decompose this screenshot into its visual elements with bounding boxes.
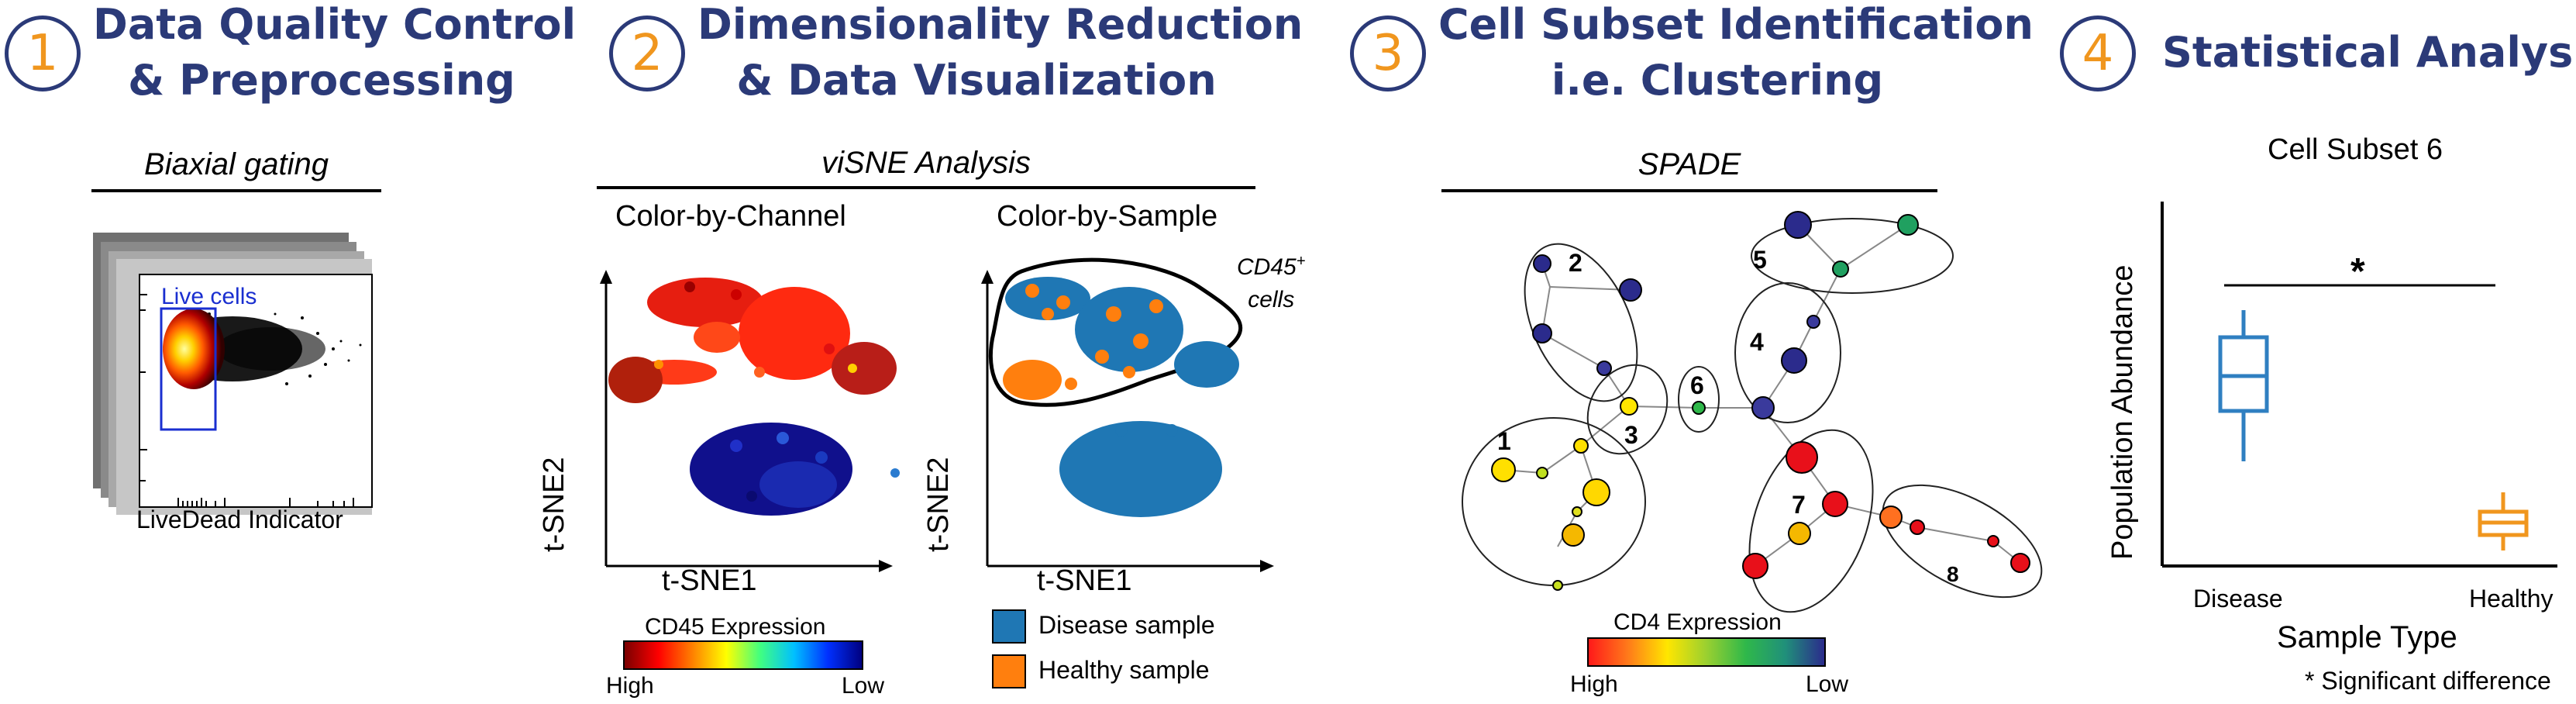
spade-tree: 1 2 3 4 5 6 7 8 <box>1462 211 2043 613</box>
cd45-annotation-text: CD45 <box>1237 254 1297 280</box>
step-1-title: Data Quality Control & Preprocessing <box>93 0 577 109</box>
boxplot-x-axis-label: Sample Type <box>2277 620 2457 654</box>
cd45-positive-gate[interactable] <box>988 257 1243 407</box>
y-axis-ticks <box>139 294 147 481</box>
tsne2-label-right: t-SNE2 <box>922 457 955 552</box>
live-cells-gate-label: Live cells <box>161 284 257 309</box>
step-2-title-line1: Dimensionality Reduction <box>697 0 1303 49</box>
color-by-channel-title: Color-by-Channel <box>615 200 846 233</box>
biaxial-gating-subtitle: Biaxial gating <box>144 147 329 181</box>
cd45-annotation-cells: cells <box>1248 287 1295 312</box>
plot-frame <box>139 274 373 508</box>
cd45-low-cluster <box>690 423 900 516</box>
boxplot-y-axis-label: Population Abundance <box>2106 264 2139 560</box>
cd45-high-clusters <box>608 278 897 403</box>
box-disease <box>2218 310 2269 461</box>
step-1-number: 1 <box>5 16 81 91</box>
spade-nodes <box>1491 211 2030 591</box>
cd45-colorbar-high: High <box>606 673 654 699</box>
step-2-number: 2 <box>609 16 685 91</box>
dense-population <box>163 309 225 389</box>
boxplot-category-disease: Disease <box>2193 585 2283 613</box>
tsne1-label-right: t-SNE1 <box>1037 564 1132 597</box>
step-3-title-line2: i.e. Clustering <box>1551 56 1884 105</box>
step-1-title-line1: Data Quality Control <box>93 0 577 49</box>
cd45-colorbar-low: Low <box>842 673 885 699</box>
step-4-title-line1: Statistical Analysis <box>2162 28 2576 77</box>
tsne-axes-left <box>600 270 893 572</box>
live-cells-gate[interactable] <box>160 307 217 431</box>
tsne1-label-left: t-SNE1 <box>662 564 757 597</box>
cluster-label-6: 6 <box>1690 371 1704 399</box>
step-3-number: 3 <box>1350 16 1426 91</box>
biaxial-gating-plot: Live cells <box>93 233 373 515</box>
boxplot: * <box>2161 202 2557 568</box>
cd45-annotation-sup: + <box>1296 253 1306 270</box>
spade-cluster-outlines <box>1462 218 2043 613</box>
box-healthy <box>2478 492 2529 550</box>
spade-rule <box>1441 189 1937 192</box>
step-1-title-line2: & Preprocessing <box>128 56 515 105</box>
sample-cluster-bottom <box>1059 421 1222 517</box>
significance-footnote: * Significant difference <box>2305 667 2551 695</box>
tsne2-label-left: t-SNE2 <box>538 457 570 552</box>
tsne-color-by-sample <box>981 257 1274 572</box>
cluster-label-2: 2 <box>1569 249 1582 277</box>
boxplot-category-healthy: Healthy <box>2469 585 2554 613</box>
legend-disease-label: Disease sample <box>1038 611 1215 639</box>
cd4-colorbar-high: High <box>1570 671 1618 697</box>
boxplot-axes <box>2161 202 2557 568</box>
cd45-annotation: CD45+ cells <box>1237 245 1305 316</box>
cd45-colorbar <box>623 640 863 670</box>
cluster-label-7: 7 <box>1792 491 1806 519</box>
tsne-axes-right <box>981 270 1274 572</box>
visne-rule <box>597 186 1255 189</box>
step-2-title: Dimensionality Reduction & Data Visualiz… <box>697 0 1303 109</box>
cluster-label-3: 3 <box>1624 421 1638 449</box>
step-3-title: Cell Subset Identification i.e. Clusteri… <box>1438 0 2034 109</box>
spade-subtitle: SPADE <box>1638 147 1741 181</box>
x-axis-ticks <box>177 498 354 507</box>
legend-healthy-swatch <box>992 654 1026 688</box>
cluster-label-5: 5 <box>1753 246 1767 274</box>
boxplot-title: Cell Subset 6 <box>2268 133 2443 166</box>
cluster-label-4: 4 <box>1750 328 1764 356</box>
step-3-title-line1: Cell Subset Identification <box>1438 0 2034 49</box>
legend-healthy-label: Healthy sample <box>1038 656 1210 684</box>
tsne-color-by-channel <box>600 270 900 572</box>
legend-disease-swatch <box>992 609 1026 644</box>
cd45-colorbar-title: CD45 Expression <box>645 614 826 640</box>
cluster-label-1: 1 <box>1497 427 1511 455</box>
cd4-colorbar-title: CD4 Expression <box>1613 609 1782 635</box>
spade-cluster-numbers: 1 2 3 4 5 6 7 8 <box>1497 246 1959 586</box>
significance-marker: * <box>2350 251 2365 292</box>
cluster-label-8: 8 <box>1947 562 1959 586</box>
step-4-number: 4 <box>2060 16 2136 91</box>
sample-clusters-top <box>1003 277 1239 400</box>
biaxial-gating-rule <box>91 189 381 192</box>
step-2-title-line2: & Data Visualization <box>736 56 1217 105</box>
visne-subtitle: viSNE Analysis <box>821 146 1031 180</box>
biaxial-x-axis-label: LiveDead Indicator <box>136 506 343 533</box>
cd4-colorbar <box>1587 637 1826 667</box>
cd4-colorbar-low: Low <box>1806 671 1849 697</box>
step-4-title: Statistical Analysis <box>2162 25 2576 81</box>
color-by-sample-title: Color-by-Sample <box>997 200 1218 233</box>
